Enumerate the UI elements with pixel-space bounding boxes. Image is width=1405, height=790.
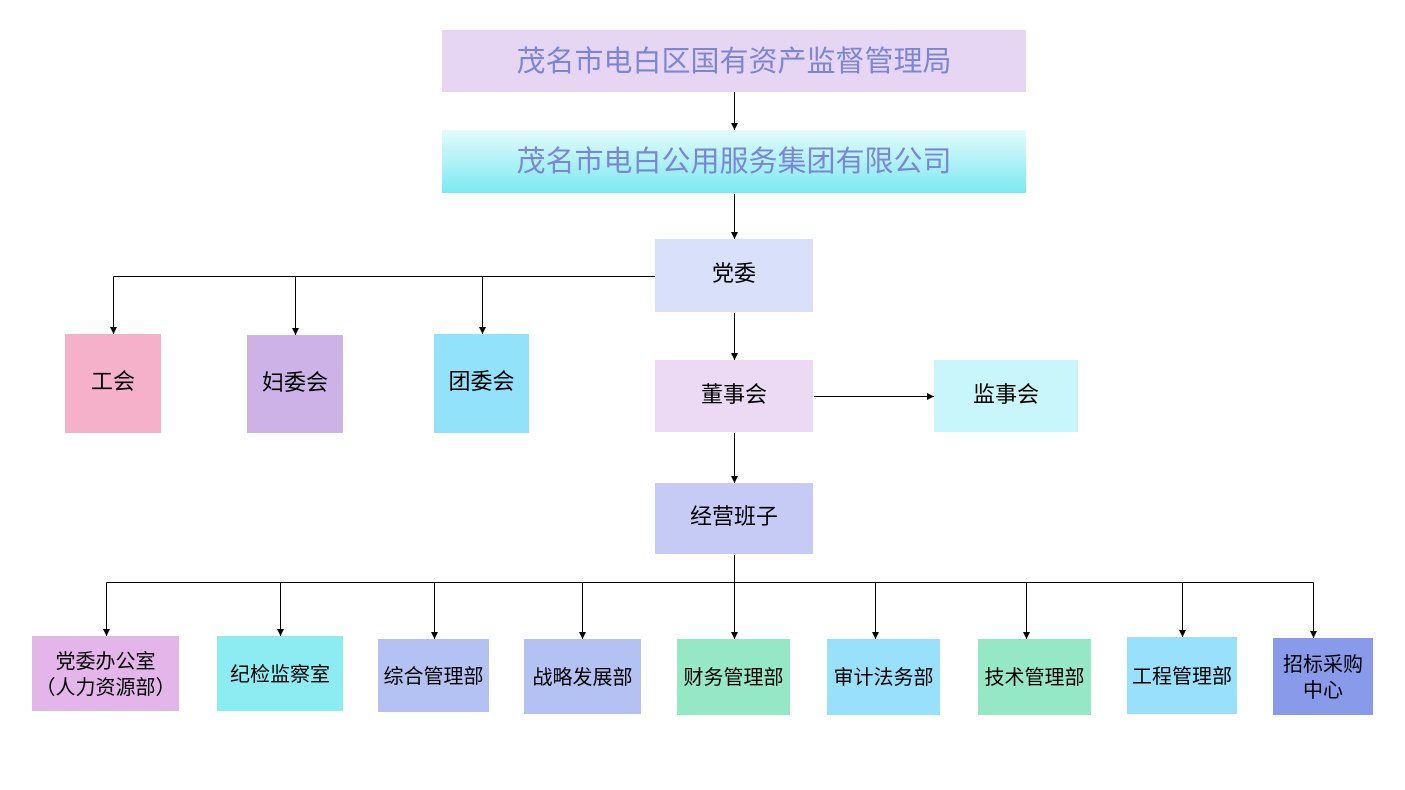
node-supervisory-board: 监事会 [934,360,1078,432]
dept-label: 综合管理部 [383,663,484,688]
node-label: 团委会 [448,370,515,396]
node-trade-union: 工会 [65,334,161,433]
dept-discipline-inspection: 纪检监察室 [217,636,343,711]
dept-finance-management: 财务管理部 [677,639,790,715]
dept-label: 财务管理部 [683,665,784,689]
node-label: 工会 [90,370,135,396]
dept-label: 技术管理部 [984,665,1085,689]
node-management-team: 经营班子 [655,483,813,554]
dept-label-line: 中心 [1303,677,1343,702]
dept-label: 纪检监察室 [230,661,330,686]
dept-label-line: 党委办公室 [55,648,156,673]
node-party-committee: 党委 [655,239,813,312]
dept-procurement-center: 招标采购 中心 [1273,638,1373,715]
dept-technology-management: 技术管理部 [978,639,1091,715]
node-label: 监事会 [972,382,1039,408]
node-group-company: 茂名市电白公用服务集团有限公司 [442,130,1026,193]
node-label: 董事会 [700,382,767,408]
node-label: 妇委会 [261,370,328,396]
node-board-of-directors: 董事会 [655,360,813,432]
node-label: 党委 [711,262,756,288]
node-youth-league-committee: 团委会 [434,334,529,433]
node-label: 茂名市电白区国有资产监督管理局 [516,43,952,78]
dept-label: 审计法务部 [833,665,934,689]
dept-label-line: （人力资源部） [35,674,176,699]
node-womens-committee: 妇委会 [247,335,343,433]
node-label: 经营班子 [689,505,778,531]
dept-label: 工程管理部 [1132,663,1232,688]
dept-general-management: 综合管理部 [378,639,489,712]
dept-engineering-management: 工程管理部 [1127,637,1237,714]
dept-strategic-development: 战略发展部 [524,639,641,714]
dept-audit-legal: 审计法务部 [827,639,940,715]
node-label: 茂名市电白公用服务集团有限公司 [516,144,952,179]
dept-label-line: 招标采购 [1283,651,1363,676]
node-state-assets-bureau: 茂名市电白区国有资产监督管理局 [442,30,1026,92]
dept-label: 战略发展部 [532,664,633,689]
dept-party-office: 党委办公室 （人力资源部） [32,636,179,711]
